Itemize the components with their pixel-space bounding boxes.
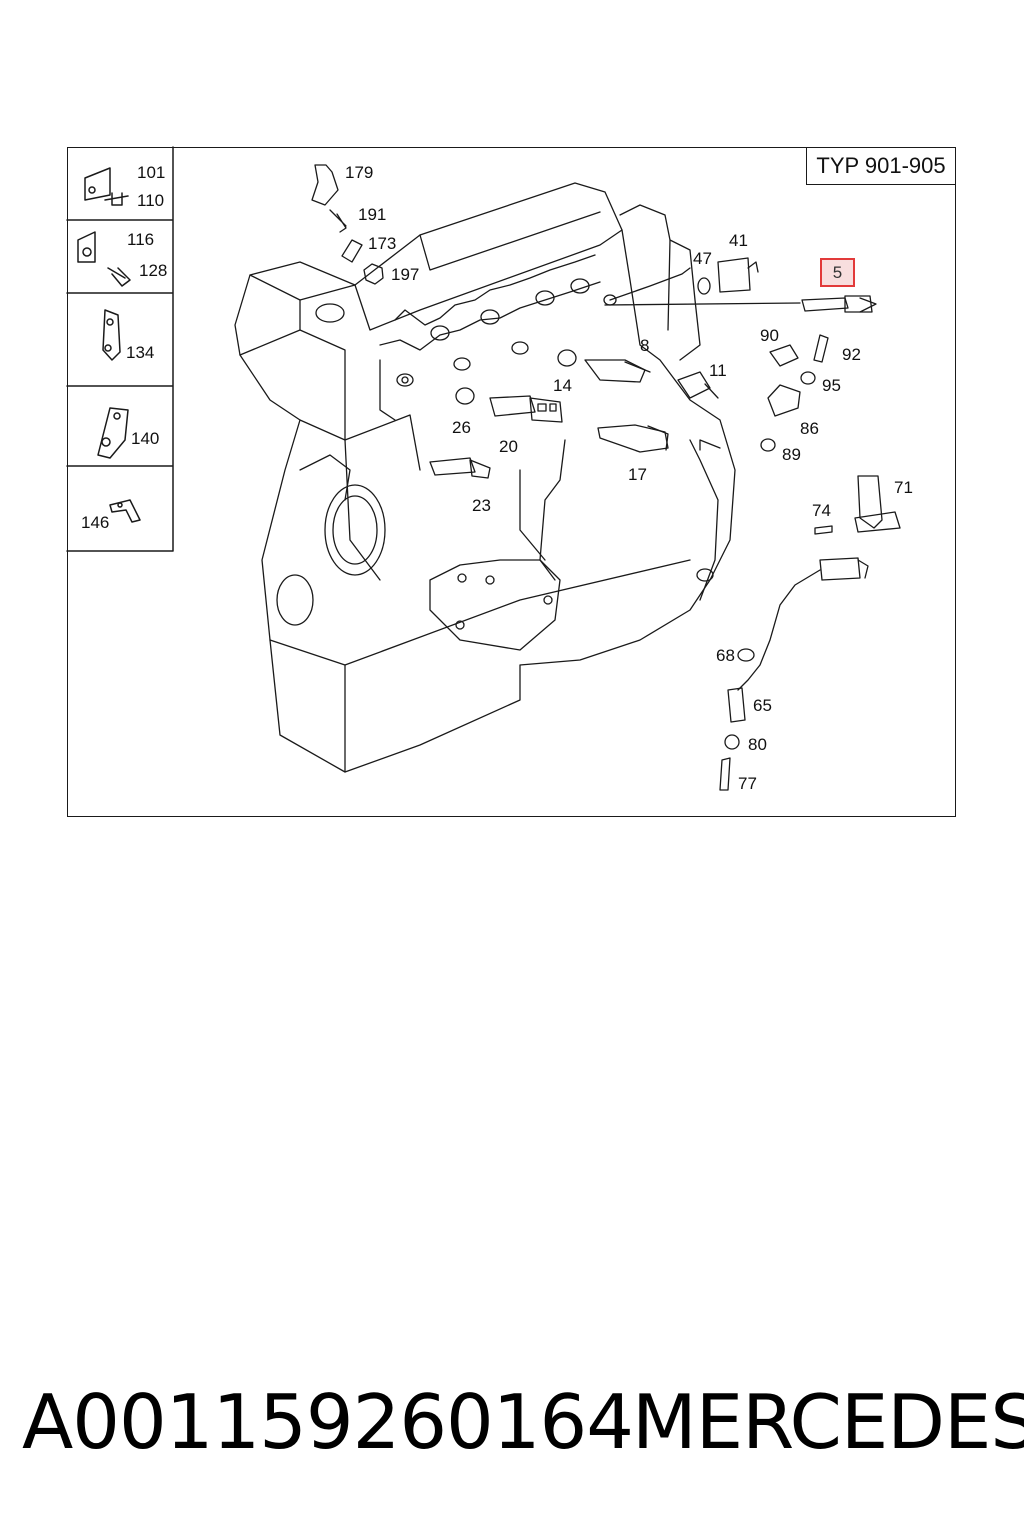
callout: 179 — [345, 163, 374, 182]
inset-callout: 116 — [127, 230, 155, 249]
engine-diagram — [66, 146, 901, 791]
caption: A001159260164 MERCEDES — [0, 1378, 1024, 1478]
inset-callout: 128 — [139, 261, 168, 280]
callout: 77 — [738, 774, 757, 793]
callout: 17 — [628, 465, 647, 484]
diagram-frame — [67, 147, 956, 817]
part-number: A001159260164 — [22, 1378, 634, 1466]
type-label: TYP 901-905 — [806, 147, 956, 185]
callout: 14 — [553, 376, 572, 395]
callout-highlighted-part[interactable]: 5 — [820, 258, 855, 287]
inset-callout: 140 — [131, 429, 160, 448]
callout: 92 — [842, 345, 861, 364]
callout: 11 — [709, 361, 727, 380]
callout: 95 — [822, 376, 841, 395]
callout: 80 — [748, 735, 767, 754]
inset-callout: 134 — [126, 343, 155, 362]
inset-callout: 110 — [137, 191, 165, 210]
callout: 23 — [472, 496, 491, 515]
callout: 41 — [729, 231, 748, 250]
inset-panel — [66, 146, 174, 552]
small-parts — [311, 164, 901, 791]
callout: 90 — [760, 326, 779, 345]
callout: 86 — [800, 419, 819, 438]
callout: 20 — [499, 437, 518, 456]
callout: 47 — [693, 249, 712, 268]
callout: 89 — [782, 445, 801, 464]
engine-block — [234, 182, 801, 773]
callout: 26 — [452, 418, 471, 437]
callout: 8 — [640, 336, 650, 355]
callout: 74 — [812, 501, 831, 520]
callout: 173 — [368, 234, 397, 253]
callout: 68 — [716, 646, 735, 665]
inset-callout: 101 — [137, 163, 166, 182]
inset-callout: 146 — [81, 513, 110, 532]
callout: 71 — [894, 478, 913, 497]
callout: 197 — [391, 265, 420, 284]
callout: 65 — [753, 696, 772, 715]
callout: 191 — [358, 205, 387, 224]
brand-name: MERCEDES — [632, 1378, 1024, 1466]
